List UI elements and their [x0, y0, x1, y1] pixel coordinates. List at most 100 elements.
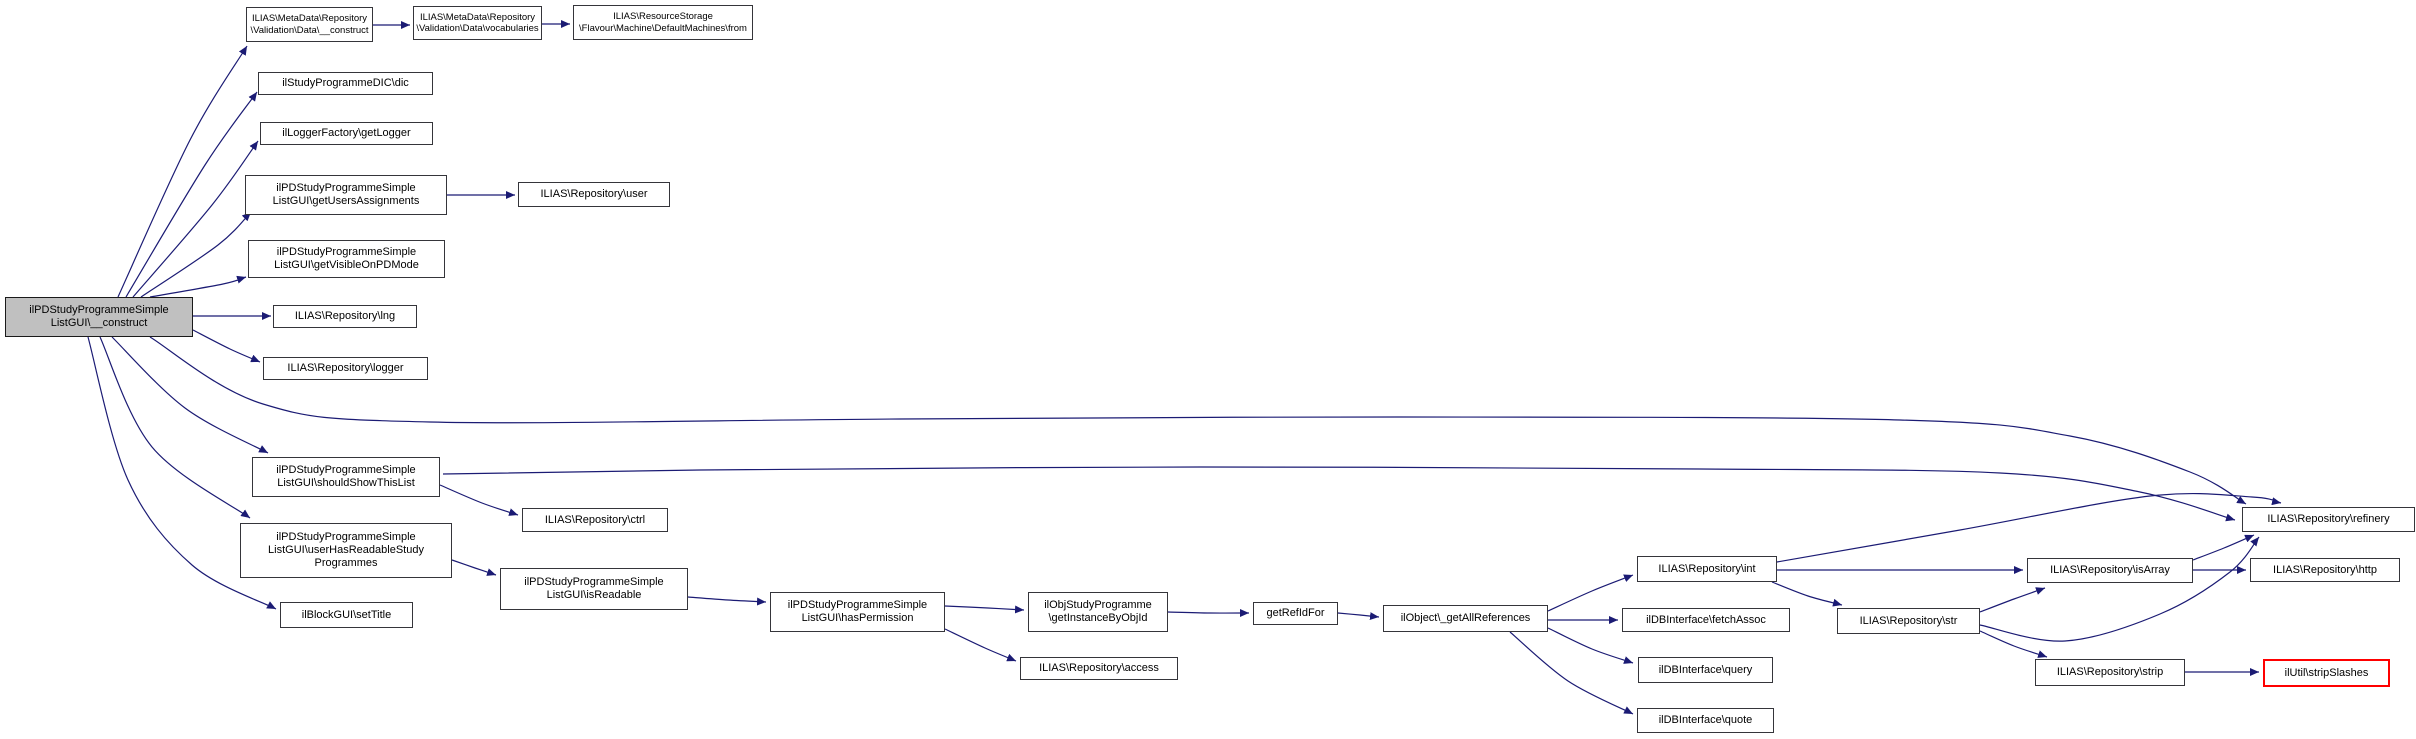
- graph-node-strip-slashes[interactable]: ilUtil\stripSlashes: [2263, 659, 2390, 687]
- graph-node-label: ilPDStudyProgrammeSimple: [276, 464, 416, 477]
- edge-is-array-to-refinery: [2192, 534, 2255, 561]
- graph-node-label: ListGUI\shouldShowThisList: [277, 477, 415, 489]
- graph-node-label: \Validation\Data\__construct: [250, 24, 369, 36]
- graph-node-user[interactable]: ILIAS\Repository\user: [518, 182, 670, 207]
- graph-node-label: ilBlockGUI\setTitle: [301, 608, 392, 621]
- graph-node-int[interactable]: ILIAS\Repository\int: [1637, 556, 1777, 582]
- graph-node-vocabularies[interactable]: ILIAS\MetaData\Repository\Validation\Dat…: [413, 6, 542, 40]
- graph-node-label: ilPDStudyProgrammeSimple: [276, 182, 416, 195]
- graph-node-meta-construct[interactable]: ILIAS\MetaData\Repository\Validation\Dat…: [246, 7, 373, 42]
- edge-main-to-logger: [192, 329, 261, 363]
- graph-node-label: ilPDStudyProgrammeSimple: [276, 531, 416, 544]
- edge-main-to-refinery: [149, 336, 2247, 505]
- graph-node-label: getRefIdFor: [1266, 607, 1325, 620]
- graph-node-label: ilDBInterface\fetchAssoc: [1646, 613, 1766, 626]
- graph-node-strip[interactable]: ILIAS\Repository\strip: [2035, 659, 2185, 686]
- graph-node-label: ilObjStudyProgramme: [1044, 599, 1152, 612]
- graph-node-logger[interactable]: ILIAS\Repository\logger: [263, 357, 428, 380]
- edge-should-show-this-list-to-refinery: [442, 466, 2236, 522]
- edge-main-to-user-has-readable: [99, 336, 251, 519]
- graph-node-set-title[interactable]: ilBlockGUI\setTitle: [280, 602, 413, 628]
- graph-node-get-instance-by-obj-id[interactable]: ilObjStudyProgramme\getInstanceByObjId: [1028, 592, 1168, 632]
- graph-node-label: ilPDStudyProgrammeSimple: [29, 304, 169, 317]
- edge-main-to-get-visible-on-pd-mode: [149, 275, 247, 298]
- edge-is-readable-to-has-permission: [687, 596, 767, 606]
- edge-user-has-readable-to-is-readable: [451, 559, 497, 576]
- graph-node-label: ListGUI\userHasReadableStudy: [268, 544, 424, 557]
- graph-node-http[interactable]: ILIAS\Repository\http: [2250, 558, 2400, 582]
- edge-main-to-get-users-assignments: [140, 211, 252, 298]
- graph-node-label: ilObject\_getAllReferences: [1400, 612, 1531, 625]
- graph-node-label: ILIAS\Repository\access: [1039, 662, 1159, 675]
- graph-node-label: ILIAS\Repository\http: [2273, 563, 2377, 576]
- graph-node-label: ListGUI\getVisibleOnPDMode: [274, 259, 419, 271]
- graph-node-label: ilPDStudyProgrammeSimple: [524, 576, 664, 589]
- edge-str-to-refinery: [1979, 536, 2260, 642]
- graph-node-label: ilUtil\stripSlashes: [2284, 666, 2369, 679]
- graph-node-label: ilDBInterface\quote: [1658, 714, 1753, 727]
- edge-main-to-get-logger: [132, 140, 259, 298]
- graph-node-is-array[interactable]: ILIAS\Repository\isArray: [2027, 558, 2193, 583]
- graph-node-lng[interactable]: ILIAS\Repository\lng: [273, 305, 417, 328]
- graph-node-label: ilStudyProgrammeDIC\dic: [282, 77, 409, 90]
- graph-node-access[interactable]: ILIAS\Repository\access: [1020, 657, 1178, 680]
- graph-node-quote[interactable]: ilDBInterface\quote: [1637, 708, 1774, 733]
- edge-main-to-meta-construct: [117, 45, 248, 298]
- graph-node-label: ILIAS\Repository\str: [1859, 614, 1958, 627]
- graph-node-label: ListGUI\isReadable: [546, 589, 642, 601]
- edge-int-to-refinery: [1776, 492, 2282, 563]
- edge-has-permission-to-access: [944, 628, 1017, 662]
- edge-int-to-str: [1771, 581, 1843, 607]
- graph-node-label: ILIAS\Repository\refinery: [2267, 513, 2390, 526]
- graph-node-label: ILIAS\ResourceStorage: [613, 11, 713, 23]
- graph-node-label: ListGUI\hasPermission: [801, 612, 914, 624]
- edge-main-to-dic: [125, 91, 258, 298]
- graph-node-default-machines-from[interactable]: ILIAS\ResourceStorage\Flavour\Machine\De…: [573, 5, 753, 40]
- edge-has-permission-to-get-instance-by-obj-id: [944, 605, 1025, 614]
- graph-node-get-logger[interactable]: ilLoggerFactory\getLogger: [260, 122, 433, 145]
- graph-node-label: ILIAS\Repository\ctrl: [544, 513, 646, 526]
- graph-node-fetch-assoc[interactable]: ilDBInterface\fetchAssoc: [1622, 608, 1790, 632]
- graph-node-label: ILIAS\MetaData\Repository: [251, 13, 368, 25]
- graph-node-label: ILIAS\Repository\isArray: [2050, 564, 2170, 577]
- graph-node-get-all-references[interactable]: ilObject\_getAllReferences: [1383, 605, 1548, 632]
- graph-node-get-ref-id-for[interactable]: getRefIdFor: [1253, 602, 1338, 625]
- graph-node-label: ListGUI\__construct: [50, 317, 148, 329]
- edge-should-show-this-list-to-ctrl: [439, 484, 519, 516]
- edge-main-to-set-title: [87, 336, 277, 610]
- graph-node-str[interactable]: ILIAS\Repository\str: [1837, 608, 1980, 634]
- edge-get-all-references-to-int: [1547, 574, 1634, 612]
- graph-node-label: ILIAS\Repository\lng: [294, 310, 396, 323]
- edge-main-to-should-show-this-list: [111, 336, 269, 454]
- graph-node-dic[interactable]: ilStudyProgrammeDIC\dic: [258, 72, 433, 95]
- edge-get-all-references-to-quote: [1509, 631, 1634, 715]
- graph-node-label: ILIAS\MetaData\Repository: [419, 11, 536, 23]
- graph-node-label: ilPDStudyProgrammeSimple: [276, 246, 417, 259]
- edge-str-to-is-array: [1979, 587, 2046, 613]
- graph-node-label: ILIAS\Repository\user: [540, 188, 648, 201]
- graph-node-label: \Flavour\Machine\DefaultMachines\from: [579, 22, 747, 34]
- edges-group: [87, 20, 2282, 715]
- graph-node-label: ilLoggerFactory\getLogger: [282, 127, 411, 140]
- graph-node-label: \Validation\Data\vocabularies: [416, 23, 539, 34]
- graph-node-label: ILIAS\Repository\logger: [287, 362, 404, 375]
- graph-node-label: ListGUI\getUsersAssignments: [272, 195, 420, 207]
- graph-node-ctrl[interactable]: ILIAS\Repository\ctrl: [522, 508, 668, 532]
- graph-node-query[interactable]: ilDBInterface\query: [1638, 657, 1773, 683]
- graph-node-label: ilPDStudyProgrammeSimple: [787, 599, 928, 612]
- edge-get-instance-by-obj-id-to-get-ref-id-for: [1167, 609, 1250, 618]
- edge-get-ref-id-for-to-get-all-references: [1337, 612, 1380, 621]
- graph-node-label: ilDBInterface\query: [1658, 663, 1753, 676]
- graph-node-refinery[interactable]: ILIAS\Repository\refinery: [2242, 507, 2415, 532]
- graph-node-label: \getInstanceByObjId: [1048, 612, 1148, 624]
- graph-node-label: ILIAS\Repository\strip: [2056, 666, 2164, 679]
- edge-str-to-strip: [1979, 630, 2048, 658]
